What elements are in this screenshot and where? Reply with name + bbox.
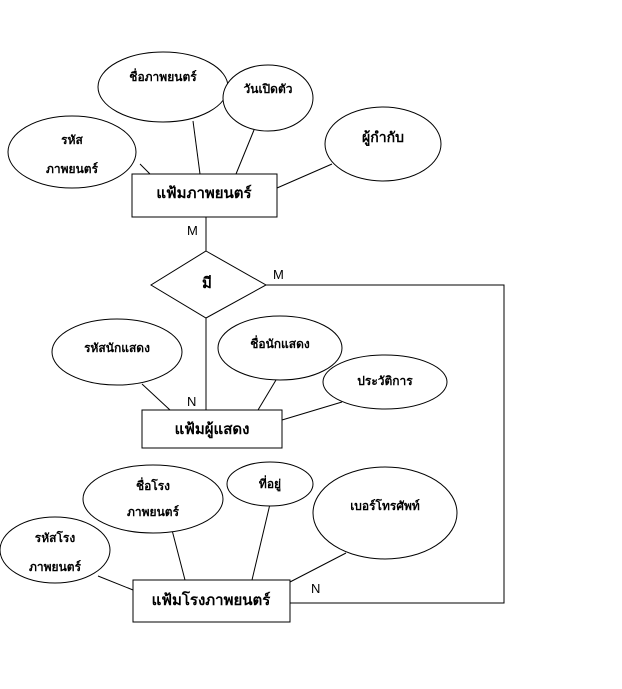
line-actor-name <box>257 379 277 411</box>
attr-label: รหัส <box>61 133 83 147</box>
cardinality-movie: M <box>187 223 198 238</box>
line-address <box>251 503 271 581</box>
attribute-phone: เบอร์โทรศัพท์ <box>312 466 458 560</box>
entity-actor: แฟ้มผู้แสดง <box>141 409 283 449</box>
attr-label: ผู้กำกับ <box>362 130 404 146</box>
line-release-date <box>235 129 255 175</box>
attr-label: ภาพยนตร์ <box>29 560 82 574</box>
attr-label: ชื่อภาพยนตร์ <box>129 68 197 84</box>
line-theater-name <box>171 529 186 581</box>
attribute-theater-id: รหัสโรง ภาพยนตร์ <box>0 516 111 584</box>
attr-label: วันเปิดตัว <box>244 82 293 96</box>
connector-lines <box>97 120 505 604</box>
entity-movie: แฟ้มภาพยนตร์ <box>131 173 278 218</box>
line-director <box>276 163 333 189</box>
line-biography <box>281 401 343 421</box>
cardinality-theater-top: M <box>273 267 284 282</box>
attr-label: ชื่อนักแสดง <box>250 335 310 351</box>
attribute-release-date: วันเปิดตัว <box>222 64 314 132</box>
line-actor-id <box>141 383 171 411</box>
attr-label: ที่อยู่ <box>259 475 281 492</box>
line-movie-id <box>139 163 151 175</box>
entity-label: แฟ้มผู้แสดง <box>175 420 250 439</box>
line-theater-id <box>97 575 134 591</box>
cardinality-theater-bottom: N <box>311 581 320 596</box>
attribute-theater-name: ชื่อโรง ภาพยนตร์ <box>82 464 224 534</box>
attr-label: ชื่อโรง <box>136 477 170 493</box>
attribute-address: ที่อยู่ <box>226 461 314 507</box>
attr-label: เบอร์โทรศัพท์ <box>350 498 420 513</box>
attribute-actor-name: ชื่อนักแสดง <box>217 315 343 381</box>
attr-label: รหัสโรง <box>35 530 76 545</box>
line-phone <box>289 552 347 583</box>
attribute-actor-id: รหัสนักแสดง <box>51 318 183 386</box>
line-movie-name <box>192 120 201 175</box>
attribute-movie-name: ชื่อภาพยนตร์ <box>97 51 229 123</box>
entity-theater: แฟ้มโรงภาพยนตร์ <box>132 579 291 623</box>
attr-label: ภาพยนตร์ <box>127 505 180 519</box>
line-relationship-theater <box>266 284 505 604</box>
attr-label: รหัสนักแสดง <box>84 341 150 355</box>
attribute-director: ผู้กำกับ <box>324 106 442 182</box>
attribute-biography: ประวัติการ <box>322 354 448 410</box>
entity-label: แฟ้มโรงภาพยนตร์ <box>152 590 272 609</box>
cardinality-actor: N <box>187 394 196 409</box>
attr-label: ประวัติการ <box>357 374 413 388</box>
entity-label: แฟ้มภาพยนตร์ <box>156 184 252 202</box>
attribute-movie-id: รหัส ภาพยนตร์ <box>7 115 137 189</box>
attr-label: ภาพยนตร์ <box>46 162 99 176</box>
relationship-has: มี <box>150 250 268 319</box>
relationship-label: มี <box>202 274 212 292</box>
